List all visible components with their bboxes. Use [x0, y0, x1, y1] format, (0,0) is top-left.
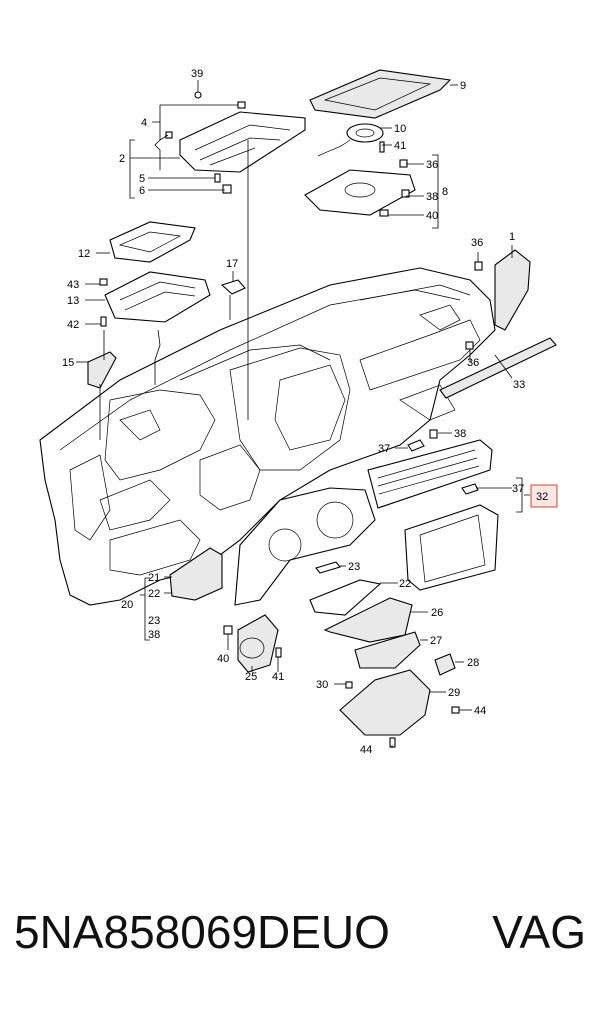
dashboard-body — [39, 267, 496, 606]
callout-23-left: 23 — [148, 615, 160, 627]
part-21-vent — [169, 547, 223, 601]
callout-33: 33 — [513, 379, 525, 391]
callout-5: 5 — [139, 173, 145, 185]
callout-37-lower: 37 — [512, 483, 524, 495]
part-28-switch — [434, 653, 456, 676]
part-17-clip — [220, 279, 246, 295]
callout-20: 20 — [121, 599, 133, 611]
callout-28: 28 — [467, 657, 479, 669]
callout-22-right: 22 — [399, 578, 411, 590]
part-22-cover — [309, 579, 382, 616]
callout-40-top: 40 — [426, 210, 438, 222]
callout-38-mid: 38 — [454, 428, 466, 440]
callout-23-right: 23 — [348, 561, 360, 573]
callout-21: 21 — [148, 572, 160, 584]
callout-15: 15 — [62, 357, 74, 369]
part-20-cluster-surround — [234, 487, 376, 606]
part-29-lower-cover — [339, 669, 431, 736]
leader-lines — [76, 80, 530, 748]
callout-36-mid: 36 — [467, 357, 479, 369]
callout-22-left: 22 — [148, 588, 160, 600]
part-1-side-cover — [494, 249, 531, 331]
callout-10: 10 — [394, 123, 406, 135]
callout-8: 8 — [442, 186, 448, 198]
part-27-shroud — [354, 631, 421, 669]
part-8-bracket — [304, 169, 416, 216]
callout-26: 26 — [431, 607, 443, 619]
callout-37-upper: 37 — [378, 443, 390, 455]
part-13-module — [104, 271, 211, 323]
callout-2: 2 — [119, 153, 125, 165]
callout-1: 1 — [509, 231, 515, 243]
callout-17: 17 — [226, 258, 238, 270]
callout-32: 32 — [536, 491, 548, 503]
part-12-trim — [109, 221, 196, 263]
callout-6: 6 — [139, 185, 145, 197]
callout-13: 13 — [67, 295, 79, 307]
callout-30: 30 — [316, 679, 328, 691]
part-33-trim-strip — [439, 337, 557, 399]
callout-43: 43 — [67, 279, 79, 291]
part-number-text: 5NA858069DEUO — [14, 906, 390, 958]
part-2-housing — [179, 111, 306, 173]
callout-36-right: 36 — [471, 237, 483, 249]
callout-44-right: 44 — [474, 705, 486, 717]
callout-41-top: 41 — [394, 140, 406, 152]
callout-38-top: 38 — [426, 191, 438, 203]
callout-41-bottom: 41 — [272, 671, 284, 683]
callout-27: 27 — [430, 635, 442, 647]
callout-25: 25 — [245, 671, 257, 683]
part-15-vent — [87, 351, 117, 389]
brand-text: VAG — [492, 906, 586, 958]
callout-32-highlight-box — [530, 484, 558, 508]
callout-44-bottom: 44 — [360, 744, 372, 756]
callout-36-top: 36 — [426, 159, 438, 171]
dashboard-exploded-diagram: 39 4 2 5 6 9 10 41 36 38 8 40 12 17 43 1… — [39, 68, 558, 756]
part-23-switch — [315, 561, 341, 574]
callout-4: 4 — [141, 117, 147, 129]
callout-labels: 39 4 2 5 6 9 10 41 36 38 8 40 12 17 43 1… — [62, 68, 548, 756]
callout-42: 42 — [67, 319, 79, 331]
callout-12: 12 — [78, 248, 90, 260]
fasteners — [99, 91, 483, 748]
caption-footer: 5NA858069DEUO VAG — [0, 905, 600, 985]
callout-29: 29 — [448, 687, 460, 699]
callout-39: 39 — [191, 68, 203, 80]
part-9-cover — [309, 69, 452, 119]
part-25-ignition — [237, 614, 279, 673]
part-10-speaker — [317, 123, 384, 157]
part-32-center-panel — [367, 439, 499, 591]
callout-40-bottom: 40 — [217, 653, 229, 665]
callout-9: 9 — [460, 80, 466, 92]
callout-38-left: 38 — [148, 629, 160, 641]
